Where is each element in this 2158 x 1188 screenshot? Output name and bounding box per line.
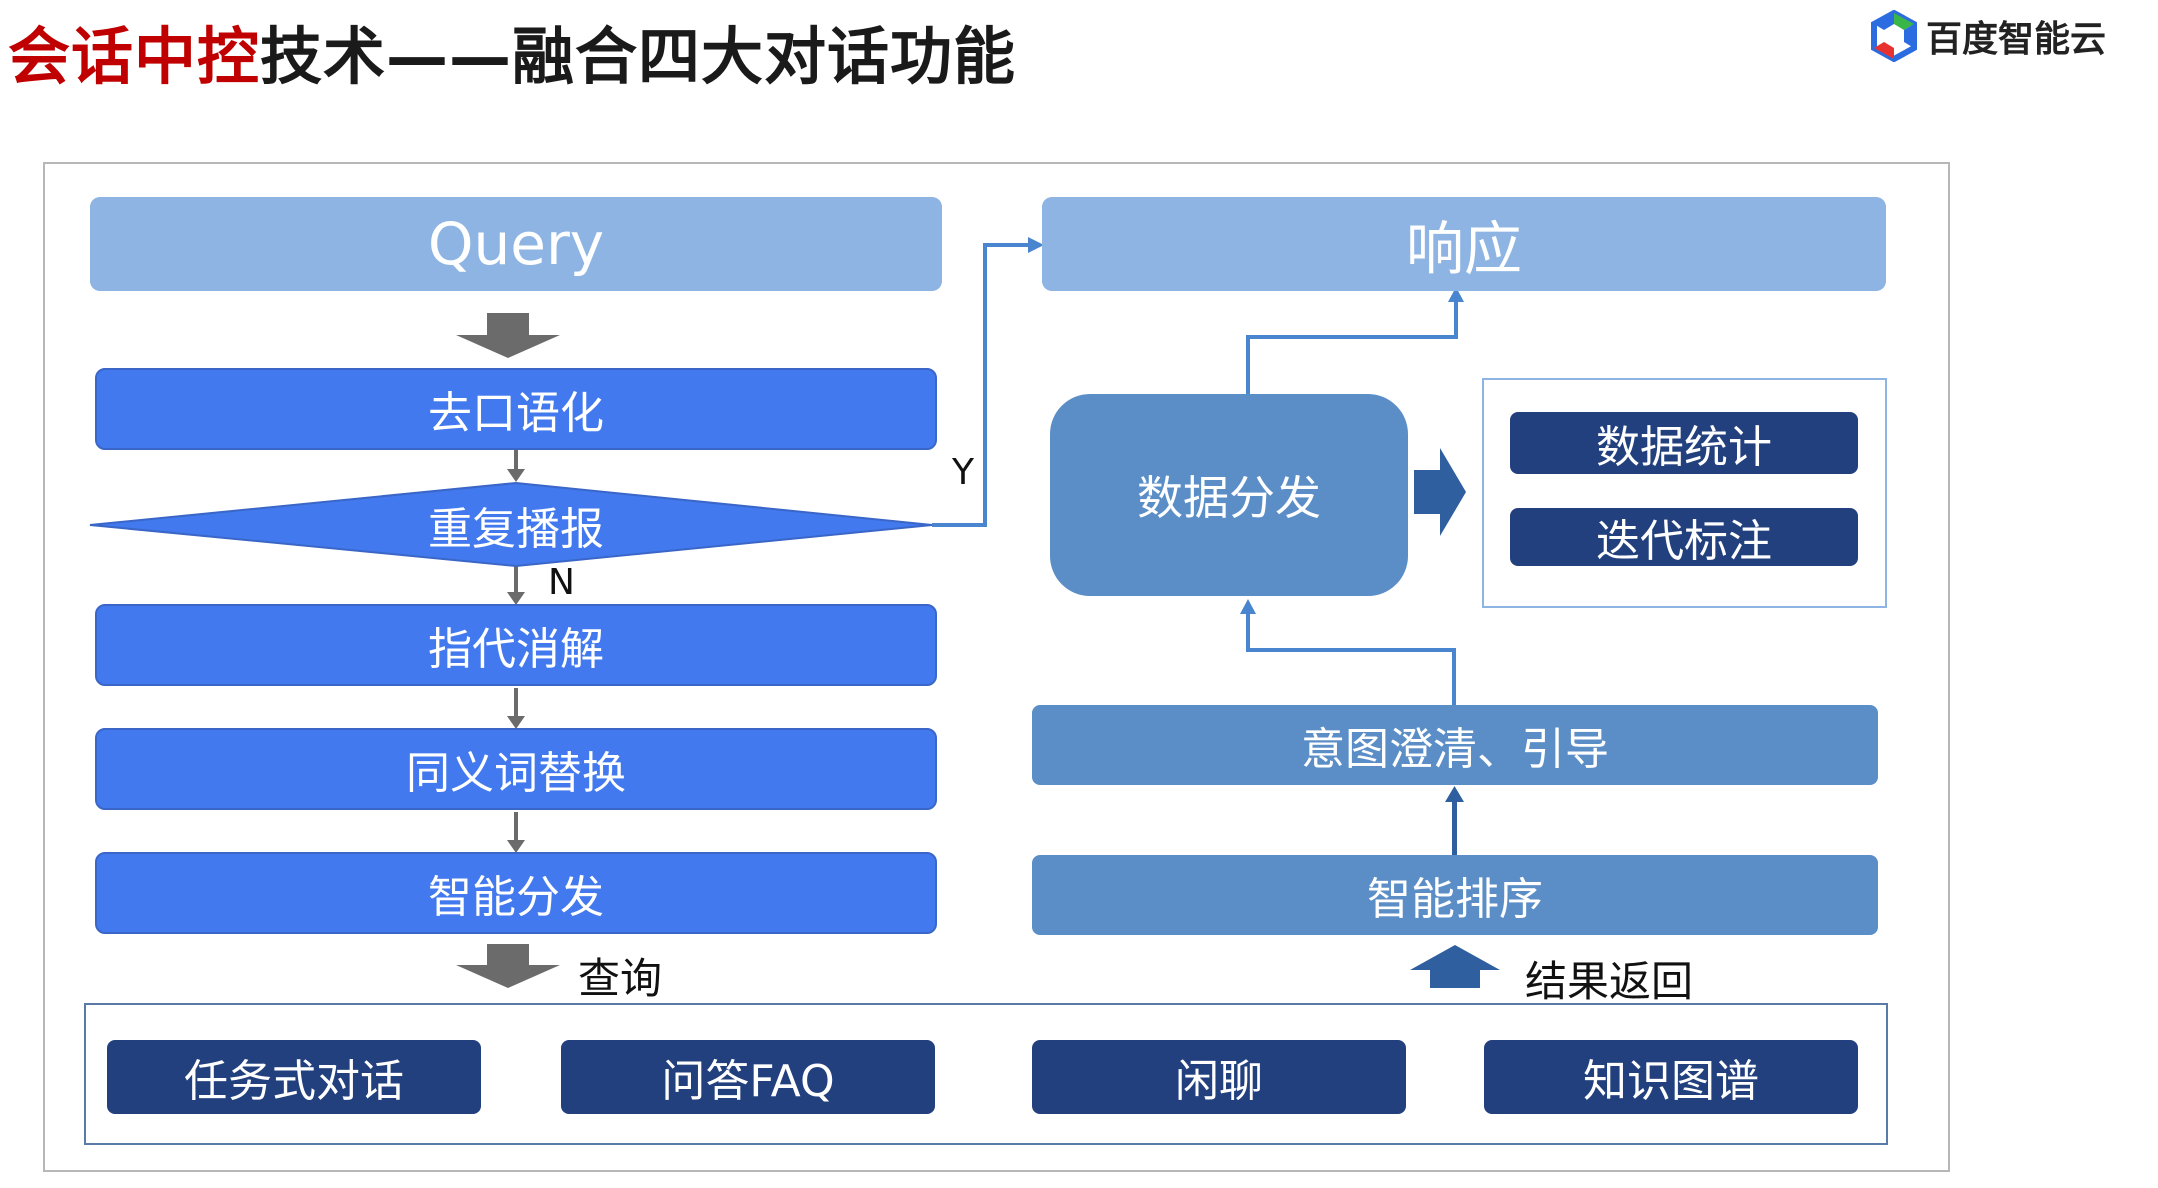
function-chitchat: 闲聊 — [1032, 1040, 1406, 1114]
intent-clarify-box: 意图澄清、引导 — [1032, 705, 1878, 785]
function-knowledge-graph: 知识图谱 — [1484, 1040, 1858, 1114]
data-stats-box: 数据统计 — [1510, 412, 1858, 474]
title-highlight: 会话中控 — [8, 20, 261, 93]
distribution-to-response — [1246, 300, 1458, 394]
page-title: 会话中控技术——融合四大对话功能 — [8, 6, 1016, 96]
clarify-to-distribution — [1246, 612, 1456, 705]
step-smart-dispatch: 智能分发 — [95, 852, 937, 934]
no-label: N — [548, 562, 575, 603]
baidu-cloud-logo: 百度智能云 — [1868, 8, 2138, 64]
stats-frame — [1482, 378, 1887, 608]
functions-frame — [84, 1003, 1888, 1145]
query-down-arrow — [456, 313, 560, 358]
yes-branch-line — [932, 243, 1030, 527]
diagram-frame — [43, 162, 1950, 1172]
left-connectors — [507, 449, 525, 853]
title-rest: 技术——融合四大对话功能 — [260, 20, 1017, 93]
result-up-arrow — [1410, 945, 1500, 988]
baidu-cloud-logo-icon — [1871, 10, 1917, 62]
logo-text: 百度智能云 — [1926, 19, 2107, 60]
decision-label: 重复播报 — [428, 504, 604, 555]
iterative-annotation-box: 迭代标注 — [1510, 508, 1858, 567]
function-task-dialog: 任务式对话 — [107, 1040, 481, 1114]
query-label: 查询 — [578, 954, 663, 1003]
yes-label: Y — [952, 452, 974, 493]
query-arrow — [456, 944, 560, 988]
distribution-right-arrow — [1414, 448, 1466, 536]
response-box: 响应 — [1042, 197, 1886, 291]
function-faq: 问答FAQ — [561, 1040, 935, 1114]
step-colloquial-removal: 去口语化 — [95, 368, 937, 450]
step-synonym: 同义词替换 — [95, 728, 937, 810]
result-return-label: 结果返回 — [1525, 957, 1694, 1006]
query-box: Query — [90, 197, 942, 291]
data-distribution-box: 数据分发 — [1050, 394, 1408, 596]
smart-ranking-box: 智能排序 — [1032, 855, 1878, 935]
step-coreference: 指代消解 — [95, 604, 937, 686]
